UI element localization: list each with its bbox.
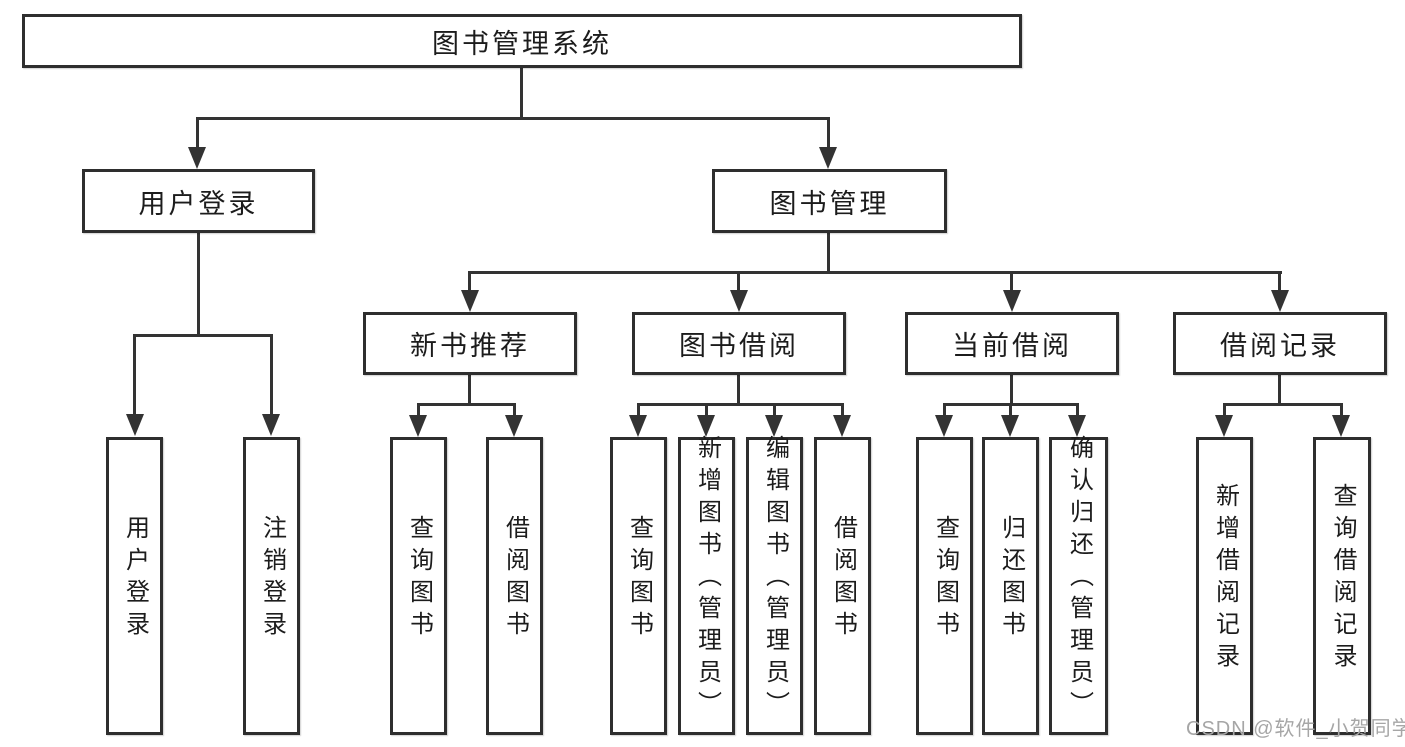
csdn-watermark: CSDN @软件_小贺同学 <box>1186 718 1405 740</box>
node-user-login: 用户登录 <box>82 169 315 233</box>
node-new-book-recommend: 新书推荐 <box>363 312 577 375</box>
leaf-confirm-return-admin: 确认归还（管理员） <box>1049 435 1108 735</box>
leaf-borrow-books-recommend-label: 借阅图书 <box>501 515 529 643</box>
node-current-borrowing: 当前借阅 <box>905 312 1119 375</box>
leaf-borrow-books-label: 借阅图书 <box>829 515 857 643</box>
connector-line <box>468 375 471 406</box>
arrowhead-down-icon <box>188 147 206 169</box>
leaf-add-books-admin-label: 新增图书（管理员） <box>693 435 721 723</box>
node-new-book-recommend-label: 新书推荐 <box>410 331 530 361</box>
leaf-add-books-admin: 新增图书（管理员） <box>678 435 735 735</box>
connector-line <box>417 403 420 417</box>
leaf-user-login: 用户登录 <box>106 437 163 735</box>
arrowhead-down-icon <box>697 415 715 437</box>
arrowhead-down-icon <box>1332 415 1350 437</box>
leaf-query-borrow-record-label: 查询借阅记录 <box>1329 483 1356 675</box>
connector-line <box>737 375 740 406</box>
connector-line <box>705 403 708 417</box>
connector-line <box>1340 403 1343 417</box>
arrowhead-down-icon <box>1271 290 1289 312</box>
leaf-user-login-label: 用户登录 <box>121 515 149 643</box>
connector-line <box>468 271 471 293</box>
leaf-query-books-borrowing: 查询图书 <box>610 437 667 735</box>
node-user-login-label: 用户登录 <box>138 188 259 219</box>
arrowhead-down-icon <box>1068 415 1086 437</box>
leaf-borrow-books-recommend: 借阅图书 <box>486 437 543 735</box>
leaf-return-books-label: 归还图书 <box>997 515 1025 643</box>
leaf-query-books-current-label: 查询图书 <box>931 515 959 643</box>
arrowhead-down-icon <box>730 290 748 312</box>
arrowhead-down-icon <box>262 414 280 436</box>
connector-line <box>943 403 946 417</box>
connector-line <box>637 403 640 417</box>
connector-line <box>133 334 136 416</box>
connector-line <box>469 271 1282 274</box>
node-book-management-label: 图书管理 <box>769 188 890 219</box>
connector-line <box>637 403 844 406</box>
arrowhead-down-icon <box>819 147 837 169</box>
arrowhead-down-icon <box>126 414 144 436</box>
connector-line <box>1010 271 1013 293</box>
node-current-borrowing-label: 当前借阅 <box>952 331 1072 361</box>
node-book-borrowing: 图书借阅 <box>632 312 846 375</box>
arrowhead-down-icon <box>1215 415 1233 437</box>
connector-line <box>417 403 516 406</box>
leaf-query-books-recommend-label: 查询图书 <box>405 515 433 643</box>
leaf-query-books-borrowing-label: 查询图书 <box>625 515 653 643</box>
leaf-return-books: 归还图书 <box>982 437 1039 735</box>
connector-line <box>1223 403 1343 406</box>
node-root: 图书管理系统 <box>22 14 1022 68</box>
arrowhead-down-icon <box>765 415 783 437</box>
connector-line <box>773 403 776 417</box>
connector-line <box>513 403 516 417</box>
arrowhead-down-icon <box>833 415 851 437</box>
arrowhead-down-icon <box>461 290 479 312</box>
connector-line <box>270 334 273 416</box>
connector-line <box>520 68 523 119</box>
leaf-query-books-current: 查询图书 <box>916 437 973 735</box>
arrowhead-down-icon <box>1001 415 1019 437</box>
node-borrowing-records-label: 借阅记录 <box>1220 331 1340 361</box>
leaf-add-borrow-record: 新增借阅记录 <box>1196 437 1253 735</box>
leaf-edit-books-admin: 编辑图书（管理员） <box>746 435 803 735</box>
arrowhead-down-icon <box>505 415 523 437</box>
node-book-management: 图书管理 <box>712 169 947 233</box>
arrowhead-down-icon <box>1003 290 1021 312</box>
leaf-confirm-return-admin-label: 确认归还（管理员） <box>1065 435 1093 723</box>
connector-line <box>133 334 273 337</box>
arrowhead-down-icon <box>935 415 953 437</box>
leaf-logout: 注销登录 <box>243 437 300 735</box>
node-book-borrowing-label: 图书借阅 <box>679 331 799 361</box>
leaf-add-borrow-record-label: 新增借阅记录 <box>1211 483 1239 675</box>
connector-line <box>1223 403 1226 417</box>
connector-line <box>1010 375 1013 406</box>
leaf-query-books-recommend: 查询图书 <box>390 437 447 735</box>
leaf-borrow-books: 借阅图书 <box>814 437 871 735</box>
connector-line <box>737 271 740 293</box>
arrowhead-down-icon <box>629 415 647 437</box>
leaf-query-borrow-record: 查询借阅记录 <box>1313 437 1371 735</box>
connector-line <box>1076 403 1079 417</box>
leaf-logout-label: 注销登录 <box>258 515 286 643</box>
node-root-label: 图书管理系统 <box>432 28 612 59</box>
connector-line <box>197 233 200 336</box>
connector-line <box>827 233 830 274</box>
arrowhead-down-icon <box>409 415 427 437</box>
connector-line <box>827 117 830 150</box>
connector-line <box>196 117 830 120</box>
connector-line <box>1278 271 1281 293</box>
connector-line <box>1278 375 1281 406</box>
connector-line <box>196 117 199 150</box>
connector-line <box>841 403 844 417</box>
connector-line <box>1009 403 1012 417</box>
leaf-edit-books-admin-label: 编辑图书（管理员） <box>761 435 789 723</box>
node-borrowing-records: 借阅记录 <box>1173 312 1387 375</box>
